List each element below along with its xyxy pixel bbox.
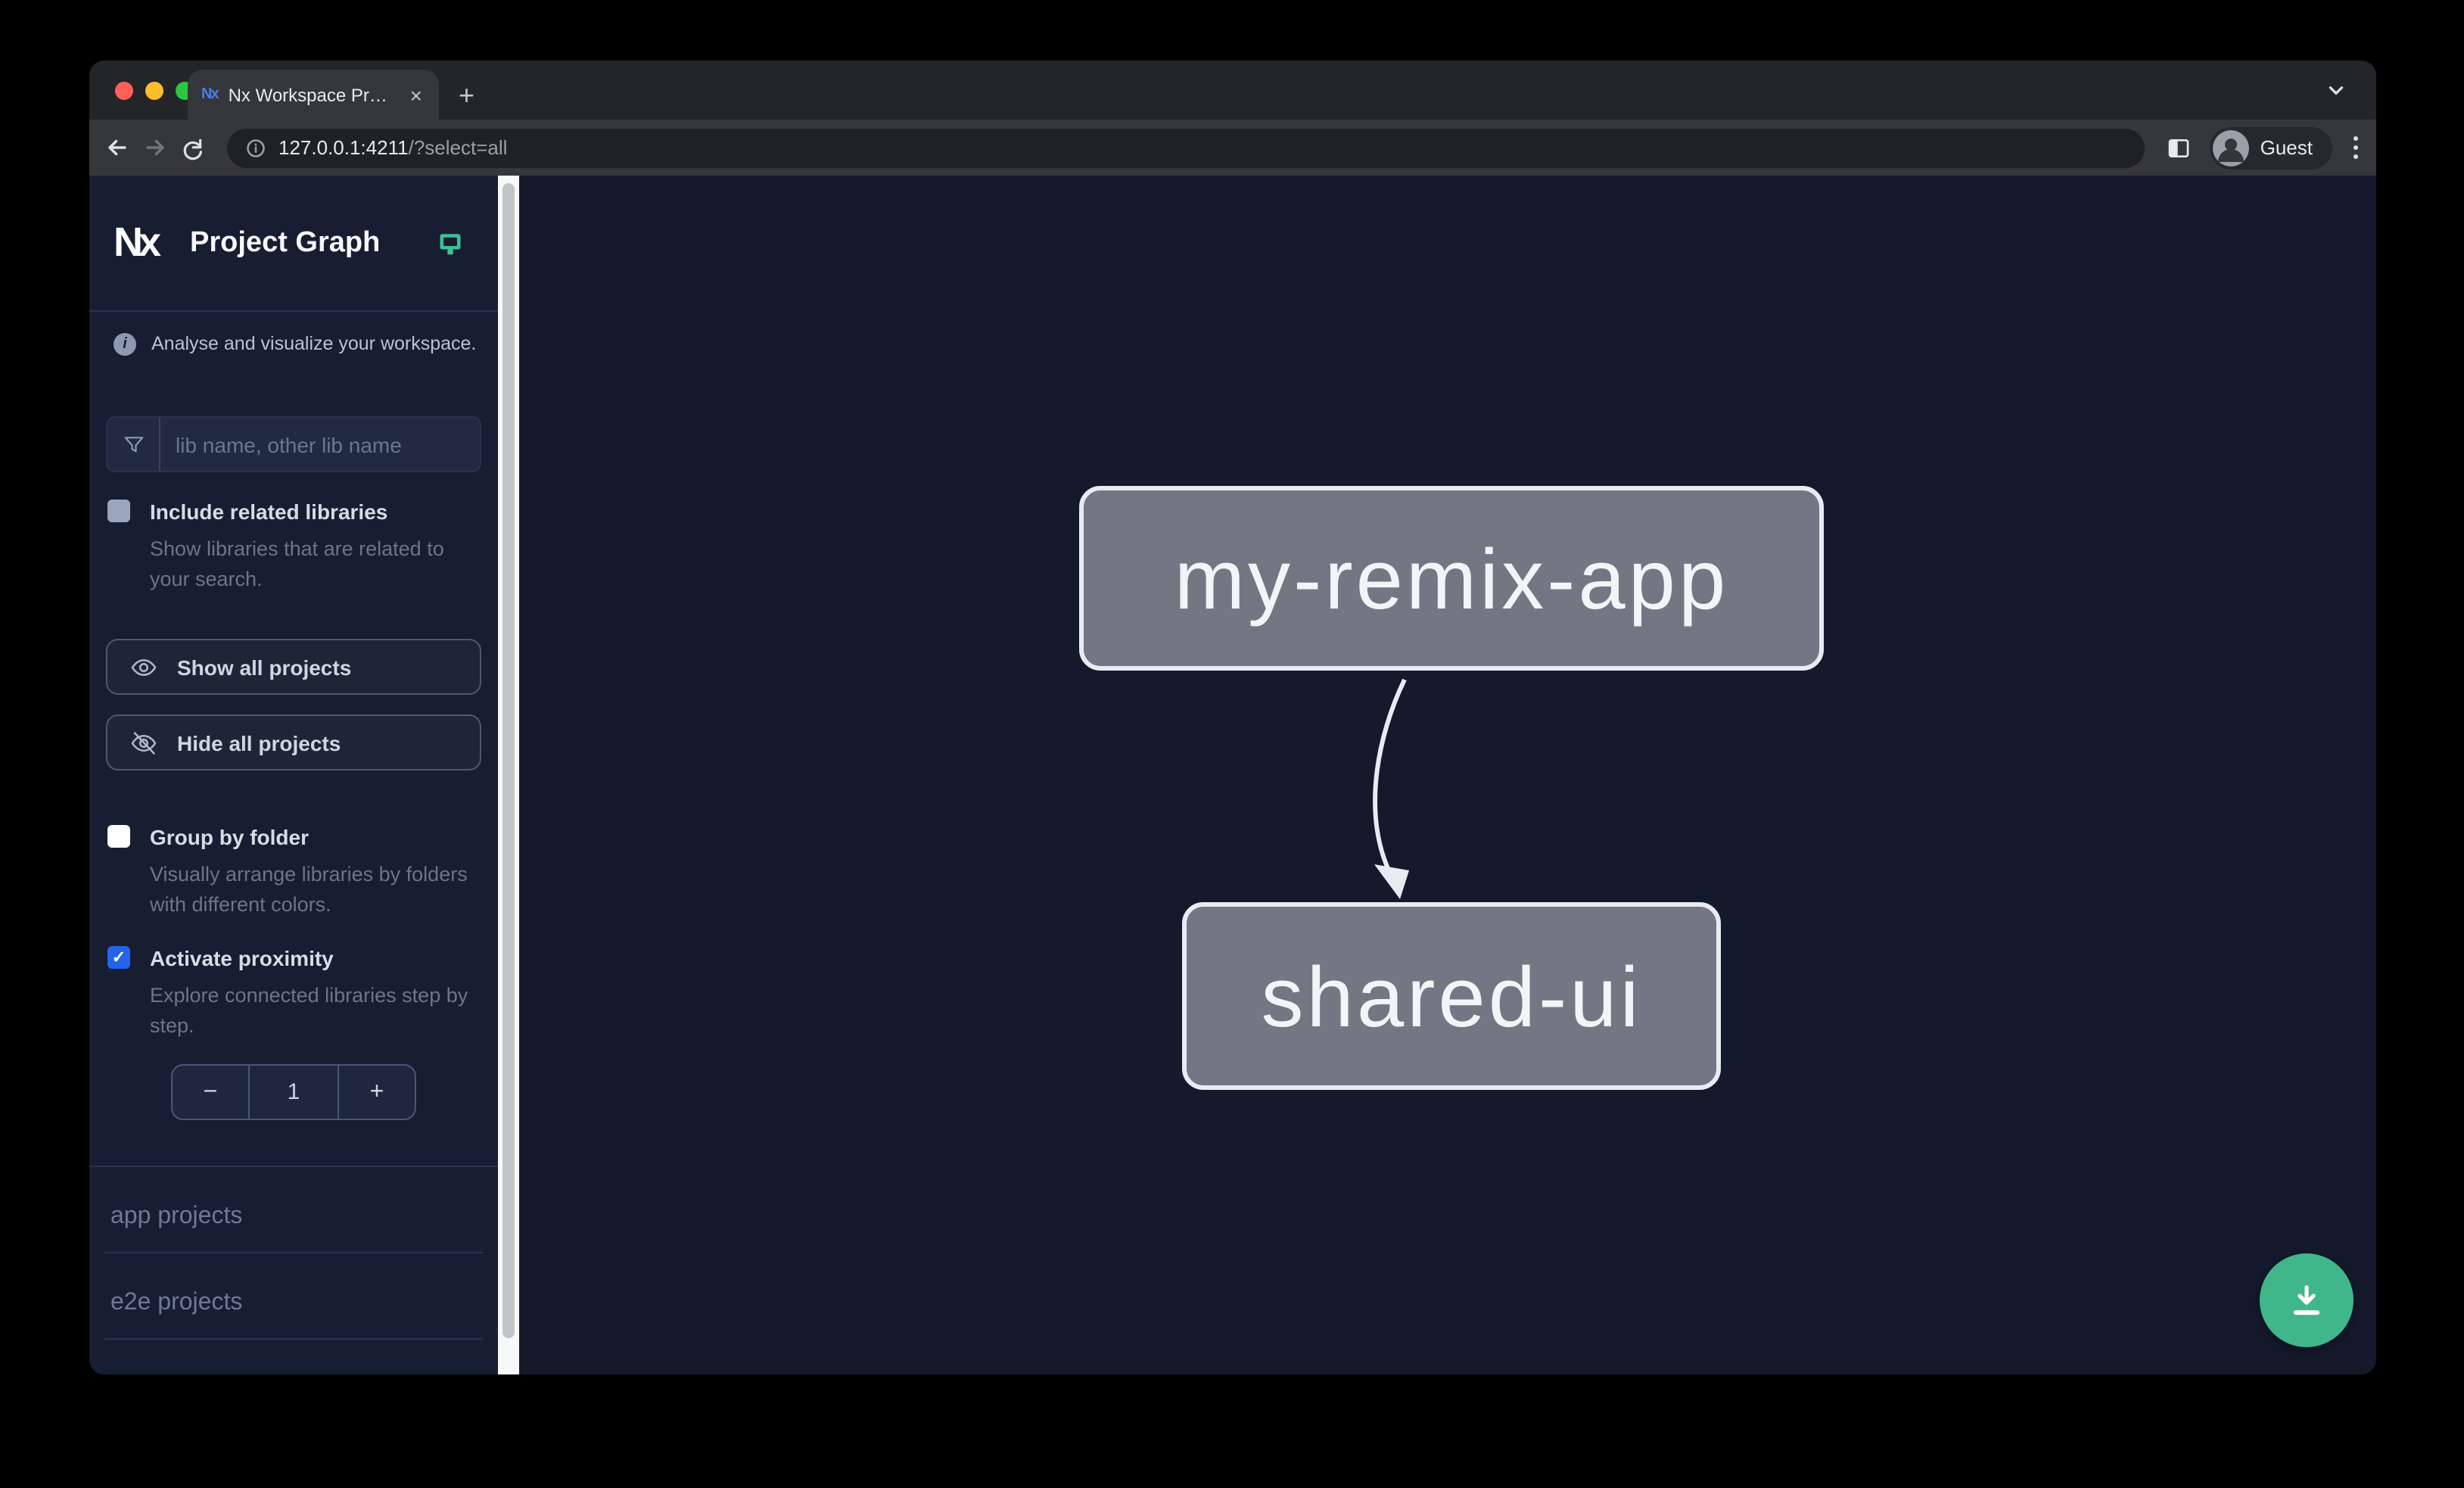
activate-proximity-label: Activate proximity <box>150 946 334 970</box>
sidebar: Nx Project Graph i Analyse and visualize… <box>89 176 498 1374</box>
eye-off-icon <box>130 729 157 756</box>
traffic-lights <box>115 82 194 100</box>
scrollbar-thumb[interactable] <box>502 183 515 1338</box>
guest-avatar-icon <box>2213 129 2250 166</box>
sidebar-scrollbar[interactable] <box>498 176 519 1374</box>
include-related-block: Include related libraries Show libraries… <box>107 497 480 593</box>
include-related-description: Show libraries that are related to your … <box>150 537 444 590</box>
group-by-folder-checkbox[interactable] <box>107 825 130 848</box>
address-bar[interactable]: 127.0.0.1:4211/?select=all <box>227 128 2145 167</box>
activate-proximity-checkbox[interactable]: ✓ <box>107 946 130 969</box>
group-by-folder-label: Group by folder <box>150 825 309 849</box>
group-by-folder-description: Visually arrange libraries by folders wi… <box>150 863 468 915</box>
tab-title: Nx Workspace Project Graph <box>228 84 397 105</box>
proximity-depth-value[interactable]: 1 <box>248 1066 339 1119</box>
page-content: Nx Project Graph i Analyse and visualize… <box>89 176 2376 1374</box>
filter-funnel-icon <box>107 418 160 471</box>
project-visibility-buttons: Show all projects Hide all projects <box>106 639 481 770</box>
url-text: 127.0.0.1:4211/?select=all <box>278 136 507 159</box>
side-panel-icon[interactable] <box>2167 135 2192 160</box>
profile-label: Guest <box>2260 136 2313 159</box>
browser-menu-icon[interactable] <box>2350 133 2361 162</box>
graph-node-my-remix-app[interactable]: my-remix-app <box>1079 486 1824 671</box>
new-tab-button[interactable]: + <box>459 80 475 111</box>
tab-strip: Nx Nx Workspace Project Graph × + <box>89 61 2376 120</box>
tab-search-chevron-icon[interactable] <box>2326 80 2346 107</box>
activate-proximity-block: ✓ Activate proximity Explore connected l… <box>107 943 480 1040</box>
include-related-label: Include related libraries <box>150 500 388 524</box>
reload-icon[interactable] <box>177 132 207 163</box>
back-icon[interactable] <box>101 132 132 163</box>
eye-icon <box>130 653 157 680</box>
info-icon: i <box>114 333 136 356</box>
section-e2e-projects: e2e projects <box>104 1253 483 1340</box>
monitor-icon[interactable] <box>436 229 465 257</box>
show-all-projects-label: Show all projects <box>177 655 352 679</box>
hide-all-projects-label: Hide all projects <box>177 730 341 755</box>
hide-all-projects-button[interactable]: Hide all projects <box>106 714 481 770</box>
browser-toolbar: 127.0.0.1:4211/?select=all Guest <box>89 120 2376 176</box>
group-by-folder-block: Group by folder Visually arrange librari… <box>107 822 480 919</box>
minimize-window-button[interactable] <box>145 82 163 100</box>
graph-canvas[interactable]: my-remix-app shared-ui <box>519 176 2376 1374</box>
tab-nx-workspace-project-graph[interactable]: Nx Nx Workspace Project Graph × <box>188 70 439 120</box>
search-box <box>106 416 481 472</box>
site-info-icon[interactable] <box>245 137 266 158</box>
show-all-projects-button[interactable]: Show all projects <box>106 639 481 695</box>
forward-icon[interactable] <box>139 132 170 163</box>
activate-proximity-description: Explore connected libraries step by step… <box>150 984 468 1036</box>
tab-close-icon[interactable]: × <box>409 82 422 107</box>
nx-logo: Nx <box>114 219 161 265</box>
profile-button[interactable]: Guest <box>2210 126 2332 169</box>
decrement-button[interactable]: − <box>203 1079 218 1104</box>
proximity-depth-stepper: − 1 + <box>171 1064 416 1120</box>
dependency-edge <box>1373 678 1409 899</box>
page-title: Project Graph <box>190 226 381 258</box>
close-window-button[interactable] <box>115 82 133 100</box>
include-related-checkbox[interactable] <box>107 500 130 522</box>
increment-button[interactable]: + <box>369 1079 384 1104</box>
download-icon <box>2293 1285 2320 1315</box>
sidebar-divider <box>89 1166 498 1167</box>
sidebar-header: Nx Project Graph <box>89 176 498 312</box>
workspace-tagline: Analyse and visualize your workspace. <box>151 333 477 354</box>
section-app-projects: app projects <box>104 1167 483 1253</box>
download-graph-button[interactable] <box>2260 1253 2354 1347</box>
url-path: /?select=all <box>408 136 508 159</box>
browser-window: Nx Nx Workspace Project Graph × + <box>89 61 2376 1374</box>
search-input[interactable] <box>160 432 480 456</box>
url-origin: 127.0.0.1:4211 <box>278 136 409 159</box>
workspace-tagline-row: i Analyse and visualize your workspace. <box>114 333 477 356</box>
nx-favicon-icon: Nx <box>201 86 219 103</box>
graph-node-shared-ui[interactable]: shared-ui <box>1182 902 1721 1090</box>
